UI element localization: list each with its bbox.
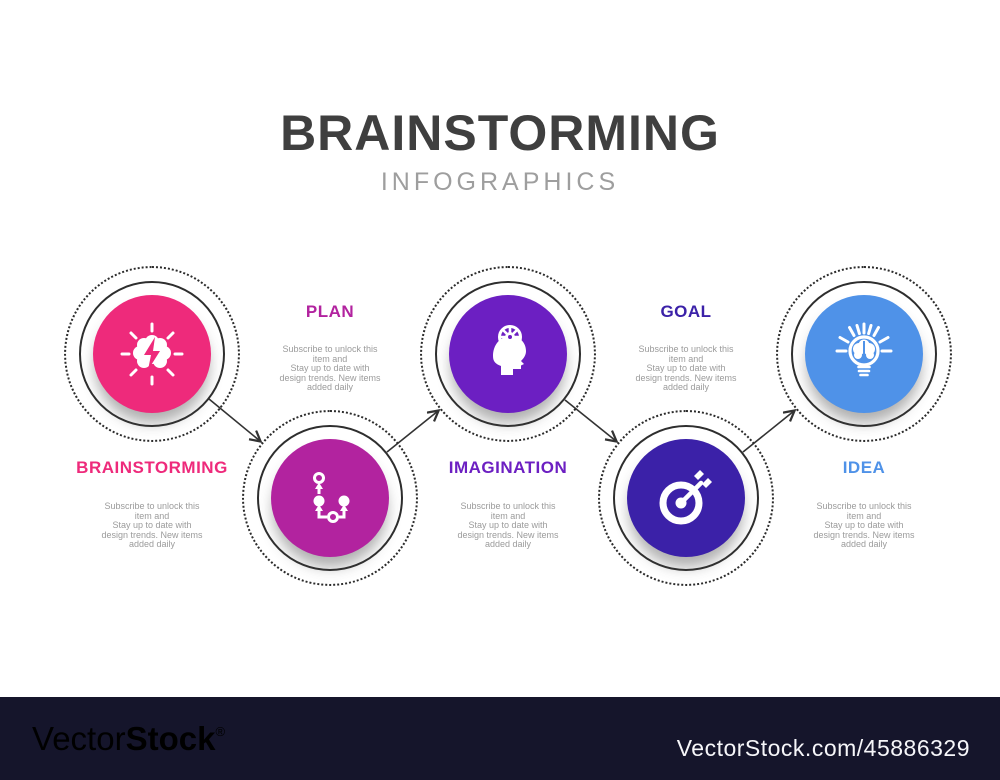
color-circle <box>93 295 211 413</box>
step-label: IMAGINATION <box>448 458 568 477</box>
step-description: Subscribe to unlock this item and Stay u… <box>635 344 737 393</box>
page-title: BRAINSTORMING <box>280 105 720 161</box>
dotted-ring <box>64 266 240 442</box>
step-description: Subscribe to unlock this item and Stay u… <box>457 501 559 550</box>
dotted-ring <box>242 410 418 586</box>
step-description: Subscribe to unlock this item and Stay u… <box>101 501 203 550</box>
step-plan: PLAN Subscribe to unlock this item and S… <box>230 0 430 700</box>
goal-icon <box>659 470 712 525</box>
color-circle <box>271 439 389 557</box>
logo-vector-text: Vector <box>32 720 126 757</box>
registered-mark: ® <box>215 724 226 739</box>
watermark-bar <box>0 697 1000 780</box>
step-label: IDEA <box>842 458 886 477</box>
step-goal: GOAL Subscribe to unlock this item and S… <box>586 0 786 700</box>
vectorstock-logo: VectorStock® <box>32 720 225 758</box>
step-idea: IDEA Subscribe to unlock this item and S… <box>764 0 964 700</box>
step-circle <box>598 410 774 586</box>
step-imagination: IMAGINATION Subscribe to unlock this ite… <box>408 0 608 700</box>
imagination-icon <box>493 325 526 375</box>
step-circle <box>242 410 418 586</box>
color-circle <box>449 295 567 413</box>
idea-icon <box>835 322 893 377</box>
dotted-ring <box>776 266 952 442</box>
step-circle <box>776 266 952 442</box>
step-description: Subscribe to unlock this item and Stay u… <box>813 501 915 550</box>
step-label: GOAL <box>660 302 712 321</box>
dotted-ring <box>598 410 774 586</box>
page-subtitle: INFOGRAPHICS <box>380 168 620 196</box>
color-circle <box>627 439 745 557</box>
dotted-ring <box>420 266 596 442</box>
step-description: Subscribe to unlock this item and Stay u… <box>279 344 381 393</box>
step-circle <box>420 266 596 442</box>
step-label: BRAINSTORMING <box>76 458 228 477</box>
step-label: PLAN <box>305 302 355 321</box>
color-circle <box>805 295 923 413</box>
watermark-item-url: VectorStock.com/45886329 <box>676 735 970 761</box>
step-brainstorming: BRAINSTORMING Subscribe to unlock this i… <box>52 0 252 700</box>
brainstorm-icon <box>120 322 184 386</box>
plan-icon <box>313 472 350 523</box>
logo-stock-text: Stock <box>125 720 216 757</box>
step-circle <box>64 266 240 442</box>
